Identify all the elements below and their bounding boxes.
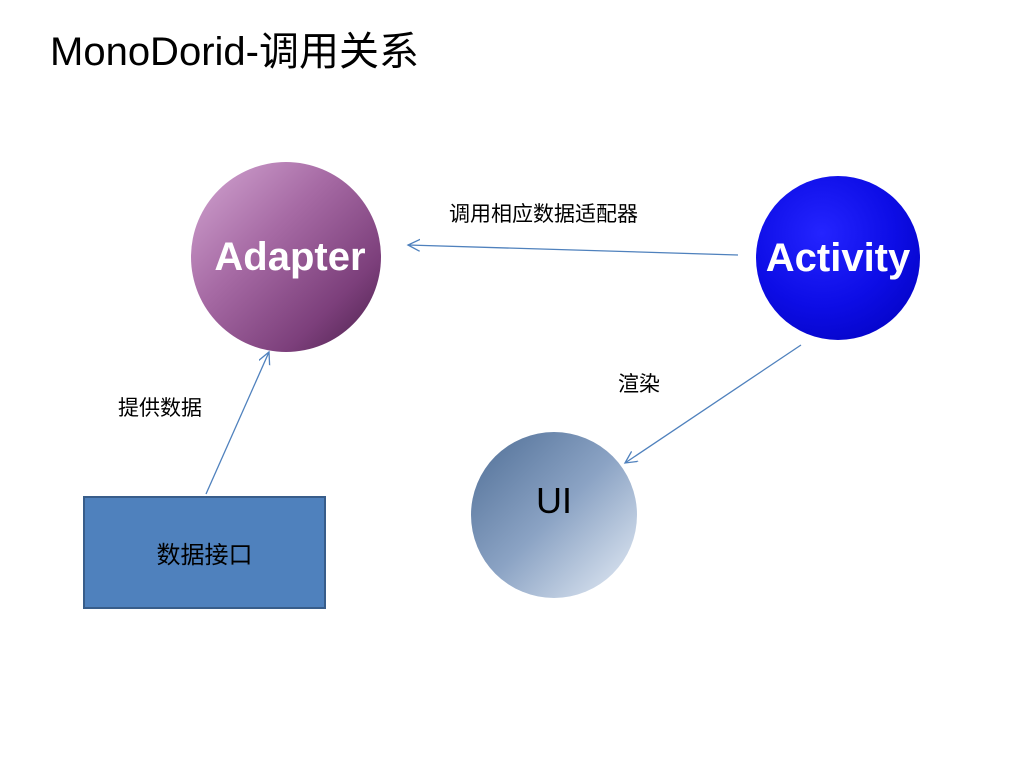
edge-label-call-adapter: 调用相应数据适配器	[449, 202, 638, 226]
node-ui: UI	[471, 432, 637, 598]
node-data-interface: 数据接口	[83, 496, 326, 609]
edge-activity-to-adapter	[408, 245, 739, 256]
node-adapter-label: Adapter	[214, 234, 366, 279]
edge-data-interface-to-adapter	[205, 352, 269, 495]
edge-label-provide-data: 提供数据	[118, 396, 202, 420]
node-adapter: Adapter	[191, 162, 381, 352]
slide-title: MonoDorid-调用关系	[50, 30, 419, 74]
edge-label-render: 渲染	[618, 372, 660, 396]
edge-activity-to-ui	[625, 344, 802, 463]
node-data-interface-label: 数据接口	[156, 541, 253, 569]
node-activity: Activity	[756, 176, 920, 340]
node-ui-label: UI	[536, 480, 572, 521]
node-activity-label: Activity	[765, 235, 911, 280]
